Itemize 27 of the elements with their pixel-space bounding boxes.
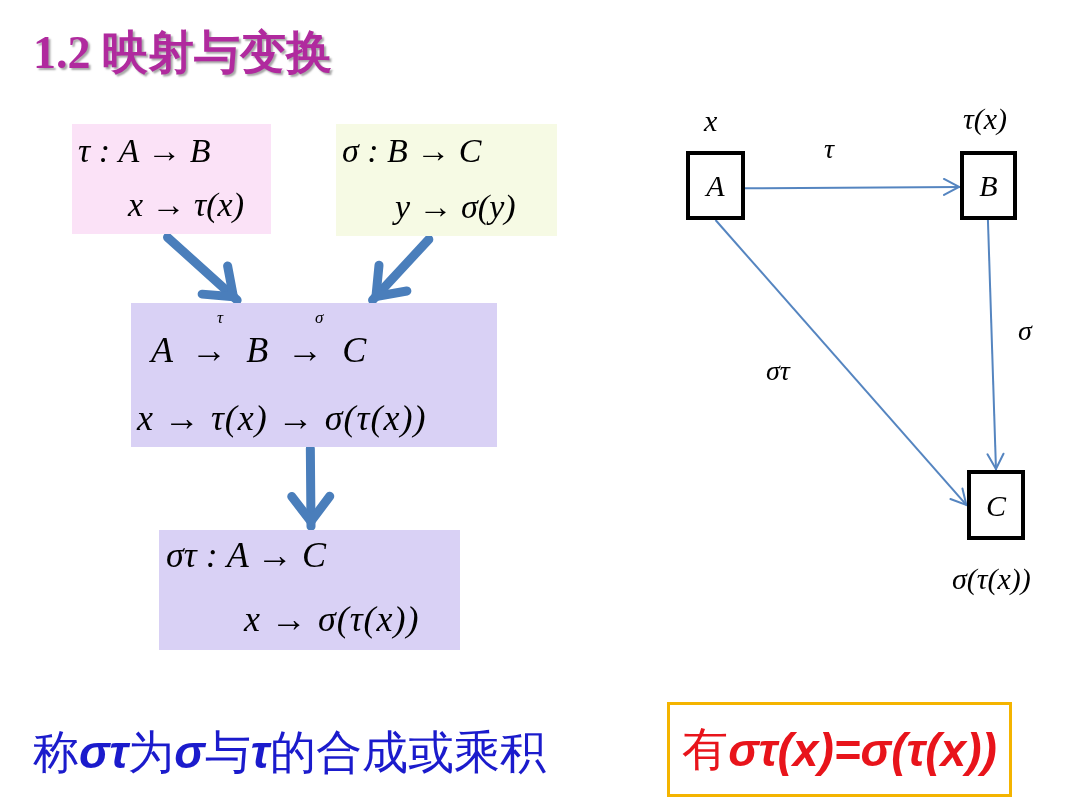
formula-box	[72, 124, 271, 234]
element-label: x	[704, 104, 718, 137]
formula-text: τ	[217, 309, 224, 328]
set-box: C	[967, 470, 1025, 540]
element-label: σ(τ(x))	[952, 562, 1031, 595]
arrow	[368, 234, 434, 305]
formula-box	[336, 124, 557, 236]
set-box: A	[686, 151, 745, 220]
arrow	[163, 232, 242, 305]
formula-box	[131, 303, 497, 447]
slide-title: 1.2 映射与变换	[33, 26, 332, 80]
set-box: B	[960, 151, 1017, 220]
formula-text: στ : A → C	[166, 536, 326, 576]
formula-text: σ : B → C	[342, 132, 482, 170]
formula-text: x → τ(x) → σ(τ(x))	[137, 399, 427, 439]
formula-text: σ	[315, 309, 324, 328]
arrow	[986, 219, 1005, 471]
arrow	[744, 178, 961, 196]
formula-text: τ : A → B	[78, 132, 211, 170]
arrow	[714, 219, 968, 507]
formula-text: x → τ(x)	[128, 186, 244, 224]
result-box: 有στ(x)=σ(τ(x))	[667, 702, 1012, 797]
formula-text: x → σ(τ(x))	[244, 600, 420, 640]
formula-box	[159, 530, 460, 650]
formula-text: A → B → C	[151, 331, 367, 371]
element-label: τ(x)	[963, 102, 1008, 135]
statement-text: 称στ为σ与τ的合成或乘积	[33, 725, 546, 780]
